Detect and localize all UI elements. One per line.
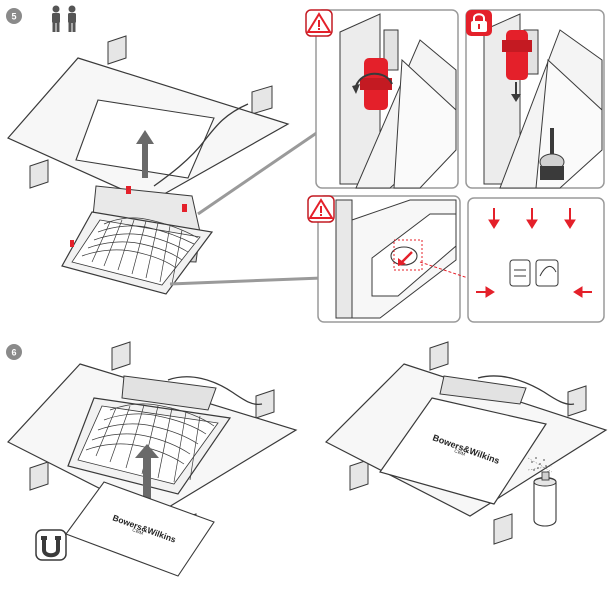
step-6-number: 6 [11,348,16,358]
two-person-icon [52,5,76,32]
detail-panel-lock-clamp [465,9,605,189]
detail-panel-forces [467,197,605,323]
red-arrows [476,208,592,298]
brand-subline-6a: CWM [132,527,145,536]
grille-cover-6a [65,481,215,577]
step-5: 5 [6,5,605,323]
spray-can-icon [533,471,557,527]
detail-panel-warning-clamp [305,9,459,189]
rotate-arrow-a [355,72,393,87]
speaker-cable-6b [477,375,575,406]
detail-panel-warning-hole [307,195,461,323]
brand-subline-6b: CWM [454,448,467,457]
magnet-icon [35,529,67,561]
callout-lines [169,130,323,286]
step-5-badge: 5 [6,8,22,24]
speaker-cable-6a [167,376,263,406]
step-6: 6 [6,341,608,577]
speaker-grille [81,217,199,285]
lift-arrow-6a [135,444,159,508]
clamp-markers [70,186,187,247]
step-6-badge: 6 [6,344,22,360]
keyhole-slot [390,239,423,271]
speaker-cable [153,103,249,187]
speaker-mini-outline [509,259,559,287]
step-5-number: 5 [11,12,16,22]
grille-cover-6b [379,397,547,505]
red-clamp-a [360,58,392,110]
screwdriver [539,128,565,180]
detail-link-line [419,261,493,287]
padlock-icon [466,10,492,36]
step-6-grille-install: Bowers&Wilkins CWM [7,341,298,577]
warning-triangle-icon [305,9,333,37]
red-clamp-b [502,30,532,80]
warning-triangle-icon [307,195,335,223]
lift-arrow [136,130,154,178]
step-6-finished: Bowers&Wilkins CWM [324,341,608,545]
